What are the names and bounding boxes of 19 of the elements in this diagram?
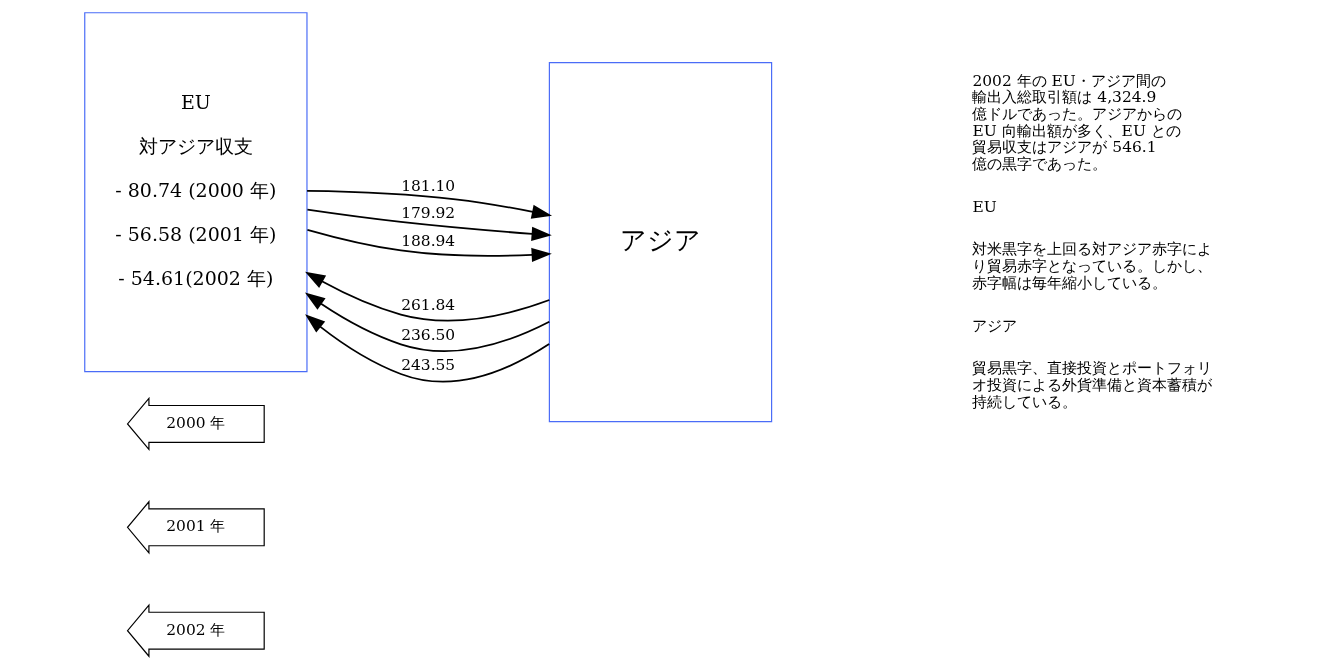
edge-label: 236.50 [400,326,455,345]
label: 貿易黒字、直接投資とポートフォリオ投資による外貨準備と資本蓄積が持続している。 [971,359,1212,411]
edge-label: 181.10 [400,177,455,196]
label: EU [971,197,997,216]
arrow [305,190,552,219]
label: 対米黒字を上回る対アジア赤字により貿易赤字となっている。しかし、赤字幅は毎年縮小している。 [971,240,1212,292]
arrow [306,208,552,241]
edge-label: 261.84 [400,296,455,315]
edge-label: 179.92 [400,203,455,222]
arrow [304,271,550,322]
label: アジア [971,316,1017,335]
edge-label: 243.55 [400,355,455,374]
label: 2002 年の EU・アジア間の輸出入総取引額は 4,324.9 億ドルであった。アジアからの EU 向輸出額が多く、EU との貿易収支はアジアが 546.1 億の黒字であった。 [971,71,1182,173]
node-box: EU 対アジア収支 - 80.74 (2000 年) - 56.58 (2001 年) - 54.61(2002 年) [83,12,308,373]
edge-label: 188.94 [400,232,455,251]
arrow [306,228,552,262]
arrow [304,314,550,383]
arrow [304,292,550,352]
node-box: アジア [548,62,772,423]
